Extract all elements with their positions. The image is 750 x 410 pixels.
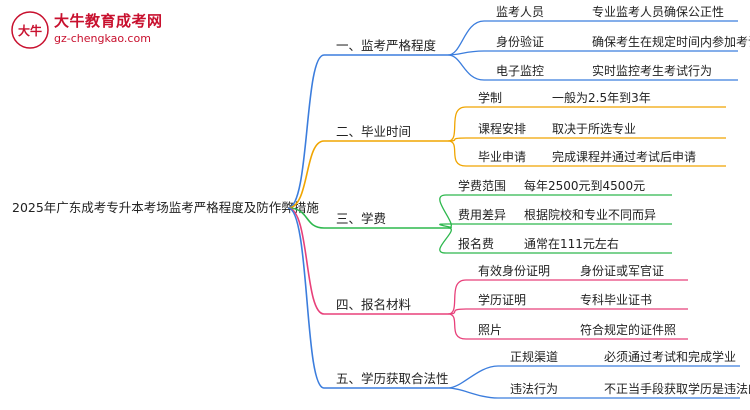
branch-to-leaf-connector	[447, 313, 467, 340]
leaf-label: 学制	[478, 90, 502, 105]
branch-to-leaf-connector	[447, 54, 485, 81]
leaf-label: 学费范围	[458, 178, 506, 193]
branch-to-leaf-connector	[447, 20, 485, 56]
leaf-note: 符合规定的证件照	[580, 322, 676, 337]
leaf-note: 根据院校和专业不同而异	[524, 207, 656, 222]
leaf-label: 报名费	[458, 236, 494, 251]
leaf-note: 取决于所选专业	[552, 121, 636, 136]
branch-label: 三、学费	[336, 211, 386, 226]
branch-to-leaf-connector	[447, 387, 499, 399]
leaf-label: 监考人员	[496, 5, 544, 19]
leaf-note: 确保考生在规定时间内参加考试	[592, 34, 750, 49]
logo-mark-icon: 大牛	[11, 11, 49, 49]
branch-to-leaf-connector	[447, 106, 467, 142]
root-to-branch-connector	[287, 207, 325, 389]
logo-url: gz-chengkao.com	[54, 32, 151, 45]
branch-to-leaf-connector	[447, 140, 467, 167]
leaf-label: 有效身份证明	[478, 263, 550, 278]
branch-label: 四、报名材料	[336, 297, 412, 312]
site-logo[interactable]: 大牛 大牛教育成考网 gz-chengkao.com	[10, 8, 170, 52]
leaf-note: 不正当手段获取学历是违法的	[604, 381, 750, 396]
branch-to-leaf-connector	[447, 137, 467, 142]
leaf-note: 一般为2.5年到3年	[552, 90, 651, 105]
leaf-note: 实时监控考生考试行为	[592, 63, 712, 78]
svg-text:大牛: 大牛	[18, 23, 42, 38]
leaf-note: 每年2500元到4500元	[524, 178, 645, 193]
root-to-branch-connector	[287, 207, 325, 315]
leaf-label: 照片	[478, 323, 502, 337]
branch-to-leaf-connector	[439, 194, 452, 229]
leaf-note: 专科毕业证书	[580, 292, 652, 307]
leaf-label: 毕业申请	[478, 150, 526, 164]
leaf-note: 完成课程并通过考试后申请	[552, 149, 696, 164]
branch-label: 二、毕业时间	[336, 124, 411, 139]
root-to-branch-connector	[287, 54, 325, 209]
leaf-note: 通常在111元左右	[524, 236, 619, 251]
logo-title: 大牛教育成考网	[54, 12, 163, 30]
branch-label: 五、学历获取合法性	[336, 371, 449, 386]
leaf-label: 违法行为	[510, 382, 558, 396]
branch-label: 一、监考严格程度	[336, 38, 437, 53]
root-to-branch-connector	[287, 140, 325, 209]
leaf-label: 身份验证	[496, 34, 544, 49]
leaf-label: 电子监控	[496, 64, 544, 78]
leaf-note: 必须通过考试和完成学业	[604, 349, 736, 364]
branch-to-leaf-connector	[447, 365, 499, 389]
leaf-label: 费用差异	[458, 208, 506, 222]
root-to-branch-connector	[287, 207, 325, 229]
leaf-label: 学历证明	[478, 292, 526, 307]
leaf-note: 身份证或军官证	[580, 263, 664, 278]
root-topic: 2025年广东成考专升本考场监考严格程度及防作弊措施	[12, 200, 319, 215]
branch-to-leaf-connector	[447, 279, 467, 315]
branch-to-leaf-connector	[439, 227, 452, 254]
leaf-label: 课程安排	[478, 121, 526, 136]
leaf-note: 专业监考人员确保公正性	[592, 4, 724, 19]
leaf-label: 正规渠道	[510, 349, 558, 364]
